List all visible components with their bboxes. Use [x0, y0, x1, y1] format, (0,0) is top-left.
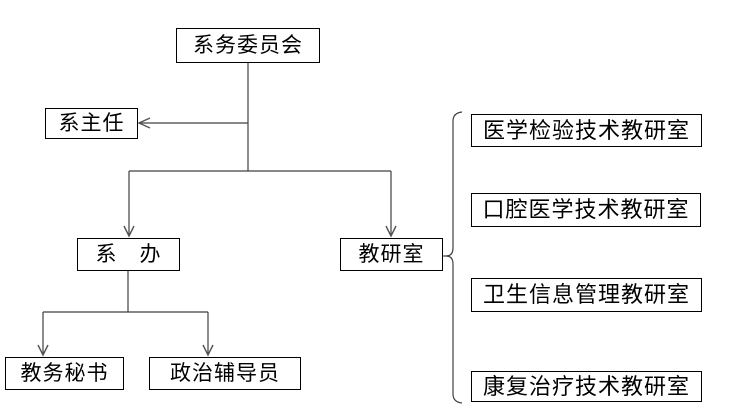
- node-counselor-label: 政治辅导员: [170, 361, 280, 385]
- arrowhead-research: [385, 225, 397, 238]
- node-research-office-label: 教研室: [358, 242, 425, 266]
- node-secretary: 教务秘书: [5, 357, 124, 390]
- arrowhead-director: [137, 117, 151, 129]
- node-branch-rehab-therapy-label: 康复治疗技术教研室: [482, 373, 690, 399]
- node-director: 系主任: [45, 108, 138, 139]
- node-branch-medical-lab: 医学检验技术教研室: [471, 114, 702, 147]
- node-branch-oral-medicine: 口腔医学技术教研室: [471, 193, 701, 227]
- node-branch-rehab-therapy: 康复治疗技术教研室: [471, 371, 702, 402]
- node-committee-label: 系务委员会: [193, 33, 303, 57]
- node-committee: 系务委员会: [176, 28, 320, 63]
- node-director-label: 系主任: [58, 111, 125, 135]
- brace: [445, 111, 463, 404]
- arrowhead-secretary: [37, 344, 49, 357]
- arrowhead-office: [123, 225, 135, 238]
- node-office-label: 系 办: [95, 242, 162, 266]
- node-secretary-label: 教务秘书: [20, 361, 109, 385]
- node-research-office: 教研室: [340, 238, 443, 271]
- node-branch-medical-lab-label: 医学检验技术教研室: [482, 117, 690, 143]
- node-branch-health-info: 卫生信息管理教研室: [471, 278, 702, 312]
- node-branch-oral-medicine-label: 口腔医学技术教研室: [482, 197, 690, 222]
- node-counselor: 政治辅导员: [149, 357, 301, 390]
- node-branch-health-info-label: 卫生信息管理教研室: [482, 282, 690, 307]
- node-office: 系 办: [77, 238, 180, 271]
- arrowhead-counselor: [202, 344, 214, 357]
